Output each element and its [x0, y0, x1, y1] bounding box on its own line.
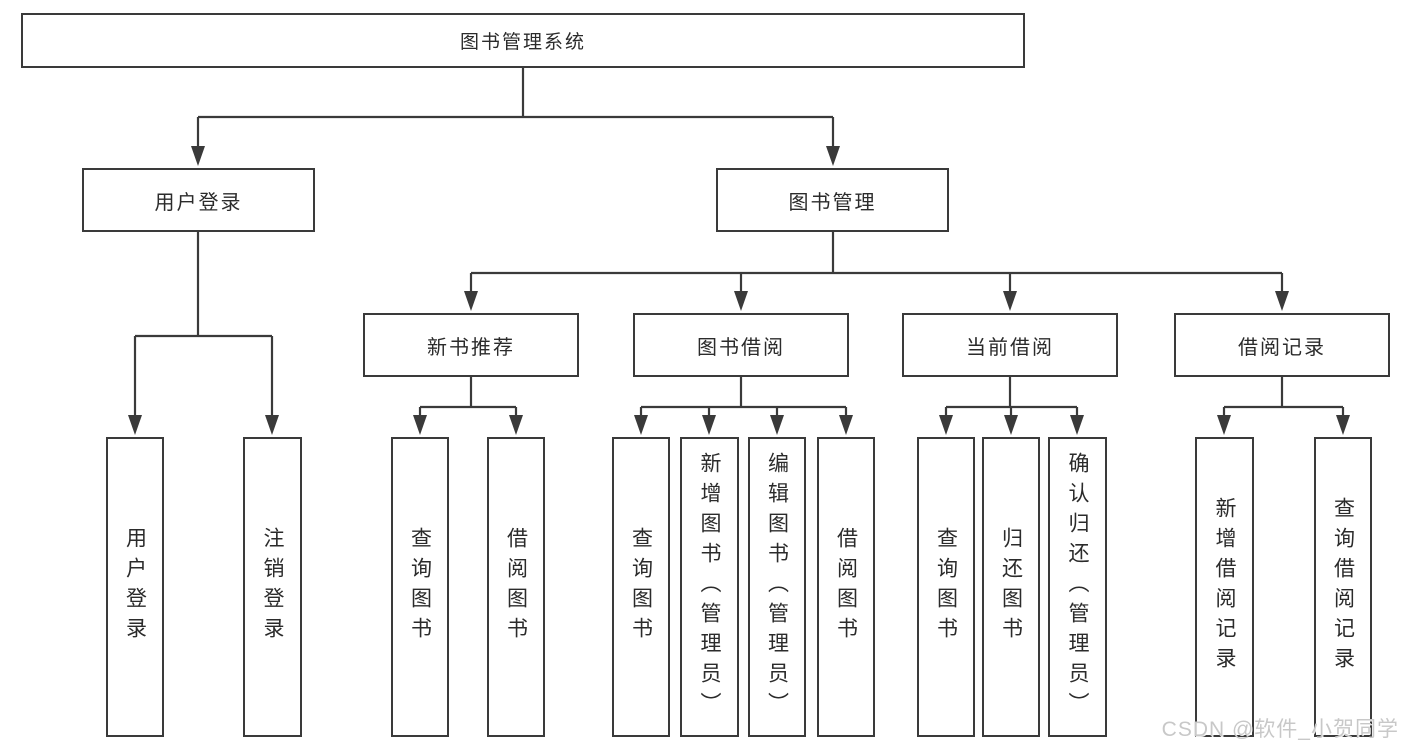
- leaf-return-books-label: 归还图书: [999, 527, 1023, 647]
- node-new-book-recommend-label: 新书推荐: [427, 336, 515, 359]
- leaf-borrow-books-2: 借阅图书: [817, 437, 875, 737]
- node-new-book-recommend: 新书推荐: [363, 313, 579, 377]
- connector-current-borrow-to-leaves: [939, 377, 1084, 435]
- node-book-borrowing: 图书借阅: [633, 313, 849, 377]
- leaf-add-borrow-record: 新增借阅记录: [1195, 437, 1254, 737]
- leaf-return-books: 归还图书: [982, 437, 1040, 737]
- node-book-management-label: 图书管理: [788, 191, 877, 214]
- connector-book-mgmt-to-level3: [464, 232, 1289, 311]
- leaf-query-books-3-label: 查询图书: [934, 527, 958, 647]
- connector-new-books-to-leaves: [413, 377, 523, 435]
- leaf-borrow-books-2-label: 借阅图书: [834, 527, 858, 647]
- leaf-add-borrow-record-label: 新增借阅记录: [1213, 497, 1236, 677]
- connector-user-login-to-leaves: [128, 232, 279, 435]
- connector-book-borrow-to-leaves: [634, 377, 853, 435]
- node-book-borrowing-label: 图书借阅: [697, 336, 785, 359]
- leaf-confirm-return-admin: 确认归还（管理员）: [1048, 437, 1107, 737]
- leaf-edit-books-admin: 编辑图书（管理员）: [748, 437, 806, 737]
- leaf-logout: 注销登录: [243, 437, 302, 737]
- connector-root-to-level2: [191, 68, 840, 166]
- node-current-borrowing-label: 当前借阅: [966, 336, 1054, 359]
- csdn-watermark: CSDN @软件_小贺同学: [1161, 718, 1399, 741]
- connector-records-to-leaves: [1217, 377, 1350, 435]
- leaf-query-books-3: 查询图书: [917, 437, 975, 737]
- node-current-borrowing: 当前借阅: [902, 313, 1118, 377]
- leaf-query-borrow-record: 查询借阅记录: [1314, 437, 1372, 737]
- leaf-borrow-books-1-label: 借阅图书: [504, 527, 528, 647]
- node-user-login-label: 用户登录: [154, 191, 243, 214]
- node-book-management: 图书管理: [716, 168, 949, 232]
- leaf-confirm-return-admin-label: 确认归还（管理员）: [1066, 452, 1089, 722]
- leaf-add-books-admin-label: 新增图书（管理员）: [698, 452, 721, 722]
- leaf-query-books-2: 查询图书: [612, 437, 670, 737]
- leaf-query-borrow-record-label: 查询借阅记录: [1331, 497, 1355, 677]
- node-borrowing-records-label: 借阅记录: [1238, 336, 1326, 359]
- leaf-user-login: 用户登录: [106, 437, 164, 737]
- node-user-login: 用户登录: [82, 168, 315, 232]
- leaf-add-books-admin: 新增图书（管理员）: [680, 437, 739, 737]
- node-borrowing-records: 借阅记录: [1174, 313, 1390, 377]
- leaf-edit-books-admin-label: 编辑图书（管理员）: [765, 452, 789, 722]
- leaf-query-books-2-label: 查询图书: [629, 527, 653, 647]
- leaf-user-login-label: 用户登录: [123, 527, 147, 647]
- leaf-borrow-books-1: 借阅图书: [487, 437, 545, 737]
- leaf-query-books-1-label: 查询图书: [408, 527, 432, 647]
- node-root-label: 图书管理系统: [459, 32, 586, 53]
- leaf-query-books-1: 查询图书: [391, 437, 449, 737]
- leaf-logout-label: 注销登录: [261, 527, 284, 647]
- node-root: 图书管理系统: [21, 13, 1025, 68]
